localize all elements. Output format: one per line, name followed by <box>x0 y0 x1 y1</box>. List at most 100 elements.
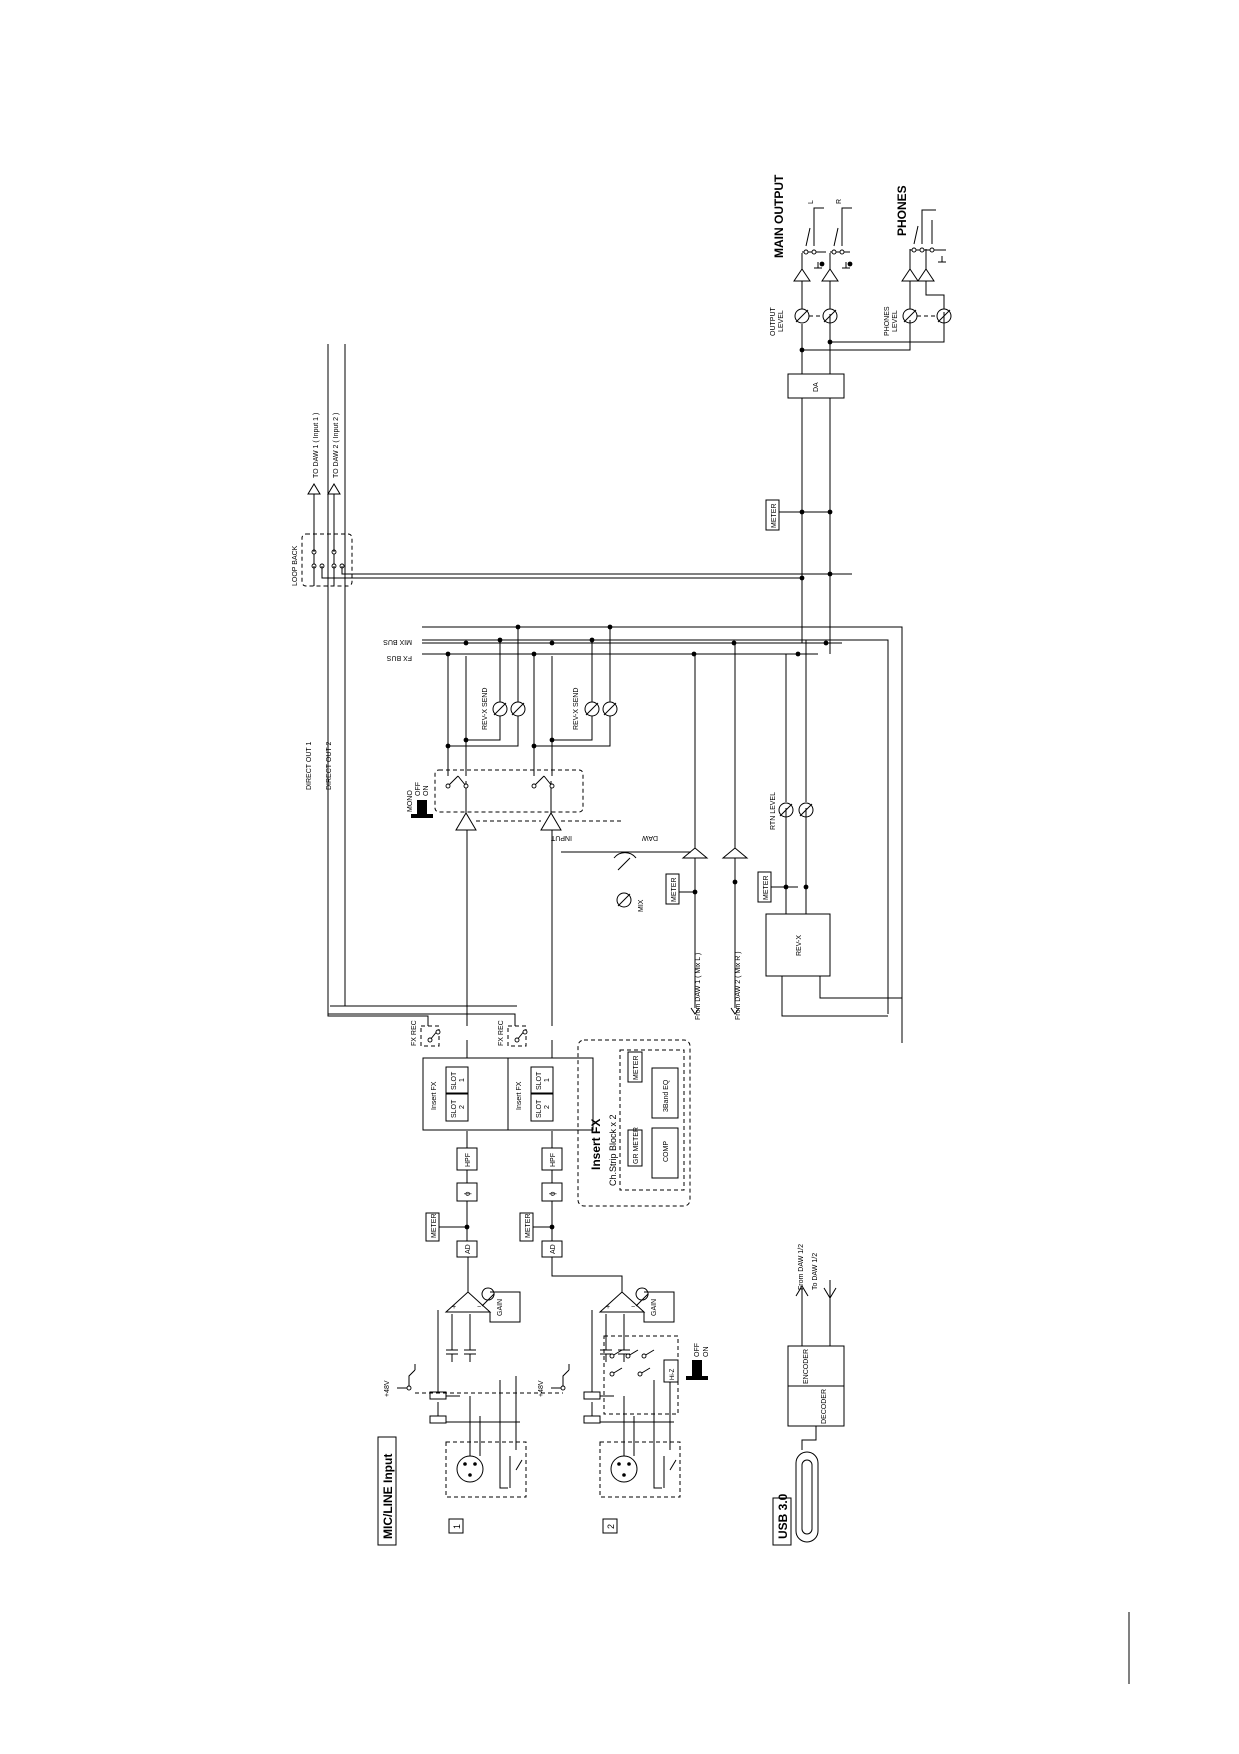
svg-text:Insert FX: Insert FX <box>589 1119 603 1170</box>
rev-x: REV-X METER <box>757 808 902 1017</box>
main-output-title: MAIN OUTPUT <box>772 174 786 258</box>
svg-text:OFF: OFF <box>694 1343 701 1357</box>
svg-text:COMP: COMP <box>663 1141 670 1162</box>
svg-text:PHONES: PHONES <box>884 306 891 336</box>
channel-2-number: 2 <box>602 1518 618 1534</box>
usb-title: USB 3.0 <box>772 1493 792 1546</box>
svg-text:DAW: DAW <box>642 834 658 841</box>
svg-text:FX REC: FX REC <box>498 1020 505 1046</box>
channel-2-resistors <box>583 1391 601 1424</box>
rev-x-send-ch1: REV-X SEND <box>445 628 526 749</box>
channel-amps <box>455 781 621 831</box>
svg-text:MIX BUS: MIX BUS <box>383 638 412 645</box>
svg-text:OUTPUT: OUTPUT <box>770 307 777 337</box>
svg-text:3Band EQ: 3Band EQ <box>663 1079 670 1112</box>
svg-text:ON: ON <box>423 786 430 797</box>
channel-1-resistors <box>429 1391 447 1424</box>
channel-2-coupling-caps <box>600 1314 630 1362</box>
svg-text:1: 1 <box>459 1078 466 1082</box>
channel-2-input-jack <box>599 1441 681 1498</box>
svg-text:ϕ: ϕ <box>463 1191 472 1196</box>
svg-text:USB 3.0: USB 3.0 <box>776 1493 790 1539</box>
svg-text:REV-X: REV-X <box>796 935 803 956</box>
channel-2-gain-amp <box>598 1291 646 1313</box>
svg-text:From DAW 1/2: From DAW 1/2 <box>798 1244 805 1290</box>
output-meter: METER <box>765 499 833 531</box>
channel-2-ad: AD <box>541 1240 563 1258</box>
insert-fx-detail-block: Insert FX Ch.Strip Block x 2 GR METER CO… <box>577 1039 691 1207</box>
channel-1-feedback <box>467 1256 521 1323</box>
svg-text:HPF: HPF <box>550 1153 557 1167</box>
from-daw-2-label: From DAW 2 ( Mix R ) <box>735 951 742 1020</box>
svg-text:RTN LEVEL: RTN LEVEL <box>770 792 777 830</box>
svg-text:2: 2 <box>459 1105 466 1109</box>
from-daw-1-label: From DAW 1 ( Mix L ) <box>695 953 702 1020</box>
hiz-switch: OFF ON <box>686 1343 710 1380</box>
svg-text:R: R <box>836 199 843 204</box>
svg-text:METER: METER <box>633 1056 640 1081</box>
channel-1-gain-amp <box>444 1291 492 1313</box>
svg-text:2: 2 <box>544 1105 551 1109</box>
svg-text:METER: METER <box>763 876 770 901</box>
svg-text:LOOP BACK: LOOP BACK <box>292 545 299 586</box>
fx-bus: FX BUS <box>386 626 903 1043</box>
svg-text:DA: DA <box>813 382 820 392</box>
svg-text:1: 1 <box>544 1078 551 1082</box>
daw-meter: METER <box>665 873 695 905</box>
svg-text:GR METER: GR METER <box>633 1127 640 1164</box>
channel-1-insert-fx: Insert FX SLOT 1 SLOT 2 <box>422 1057 509 1131</box>
svg-text:SLOT: SLOT <box>536 1099 543 1118</box>
svg-text:ENCODER: ENCODER <box>803 1349 810 1384</box>
svg-text:SLOT: SLOT <box>451 1071 458 1090</box>
phones-title: PHONES <box>895 185 909 236</box>
to-daw-1-label: TO DAW 1 ( Input 1 ) <box>313 413 320 478</box>
svg-text:OFF: OFF <box>415 782 422 796</box>
svg-text:1: 1 <box>452 1524 462 1529</box>
channel-1-fx-rec-switch: FX REC <box>327 344 441 1047</box>
svg-text:ϕ: ϕ <box>548 1191 557 1196</box>
channel-2-hiz: Hi-Z <box>603 1335 679 1415</box>
svg-text:METER: METER <box>431 1214 438 1239</box>
loop-back: LOOP BACK <box>292 483 852 587</box>
svg-text:Ch.Strip Block x 2: Ch.Strip Block x 2 <box>608 1114 618 1186</box>
master-lines <box>801 398 831 654</box>
channel-1-coupling-caps <box>446 1314 476 1362</box>
svg-text:AD: AD <box>550 1244 557 1254</box>
channel-1-hpf: HPF <box>456 1147 478 1171</box>
svg-text:+: + <box>606 1304 610 1311</box>
svg-text:HPF: HPF <box>465 1153 472 1167</box>
rtn-level: RTN LEVEL <box>770 640 814 830</box>
channel-1-meter: METER <box>425 1212 470 1242</box>
svg-text:METER: METER <box>525 1214 532 1239</box>
to-daw-2-label: TO DAW 2 ( Input 2 ) <box>333 413 340 478</box>
svg-text:AD: AD <box>465 1244 472 1254</box>
svg-text:METER: METER <box>771 504 778 529</box>
svg-text:LEVEL: LEVEL <box>892 310 899 332</box>
channel-1-number: 1 <box>448 1518 464 1534</box>
channel-1-phase: ϕ <box>456 1182 478 1202</box>
channel-2-hpf: HPF <box>541 1147 563 1171</box>
output-level: OUTPUT LEVEL <box>770 268 839 337</box>
channel-2-feedback <box>551 1256 675 1323</box>
svg-text:−: − <box>477 1304 481 1311</box>
channel-2-phantom: +48V <box>538 1364 570 1397</box>
channel-2-wiring <box>591 1310 674 1456</box>
svg-text:REV-X SEND: REV-X SEND <box>573 688 580 730</box>
mono-switch: MONO OFF ON <box>407 654 584 818</box>
mic-line-input-title: MIC/LINE Input <box>377 1436 397 1546</box>
svg-text:MIC/LINE Input: MIC/LINE Input <box>381 1454 395 1539</box>
svg-text:REV-X SEND: REV-X SEND <box>482 688 489 730</box>
channel-1-wiring <box>437 1310 520 1456</box>
channel-2-insert-fx: Insert FX SLOT 1 SLOT 2 <box>507 1057 594 1131</box>
svg-text:Hi-Z: Hi-Z <box>670 1368 676 1380</box>
channel-1-input-jack <box>445 1441 527 1498</box>
main-output-jacks: L R <box>801 199 853 269</box>
svg-text:METER: METER <box>671 878 678 903</box>
usb-block: ENCODER DECODER From DAW 1/2 To DAW 1/2 <box>787 1244 845 1543</box>
da-converter: DA <box>787 373 845 399</box>
phones-level: PHONES LEVEL <box>884 268 952 336</box>
svg-text:SLOT: SLOT <box>451 1099 458 1118</box>
svg-text:FX BUS: FX BUS <box>386 654 412 661</box>
svg-text:−: − <box>631 1304 635 1311</box>
